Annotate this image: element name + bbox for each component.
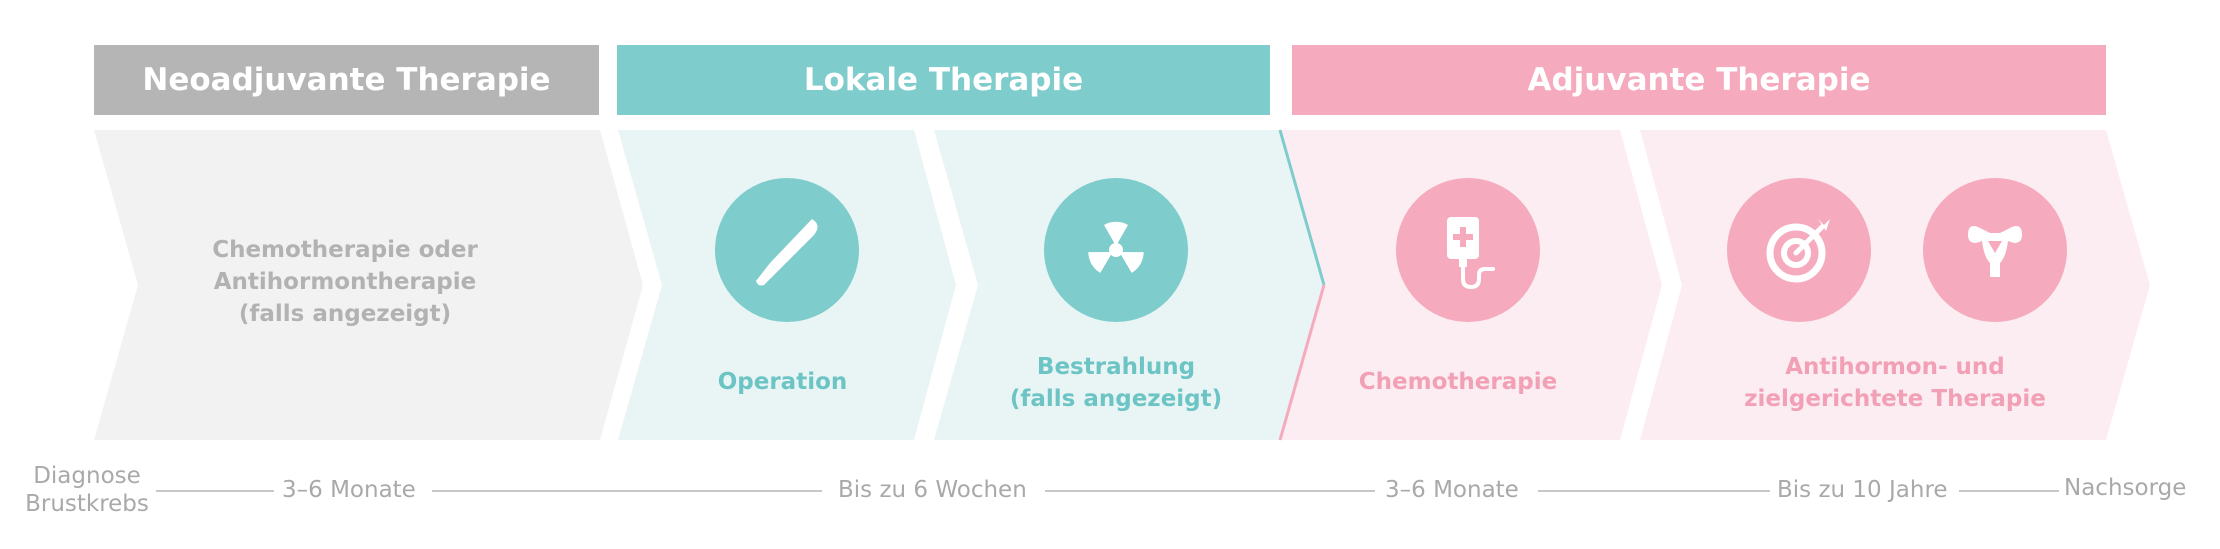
timeline-line bbox=[432, 490, 822, 492]
radiation-icon bbox=[1044, 178, 1188, 322]
timeline-line bbox=[1045, 490, 1375, 492]
timeline-line bbox=[1959, 490, 2059, 492]
step-neo-line3: (falls angezeigt) bbox=[238, 301, 452, 327]
timeline-line bbox=[1538, 490, 1770, 492]
step-neoadjuvant-label: Chemotherapie oder Antihormontherapie (f… bbox=[180, 234, 510, 330]
timeline-start-line1: Diagnose bbox=[33, 463, 141, 489]
step-operation-label: Operation bbox=[660, 366, 905, 398]
timeline-segment-1: 3–6 Monate bbox=[282, 477, 416, 503]
header-neoadjuvante-therapie: Neoadjuvante Therapie bbox=[94, 45, 599, 115]
header-lokale-therapie: Lokale Therapie bbox=[617, 45, 1270, 115]
uterus-icon bbox=[1923, 178, 2067, 322]
timeline-start-label: Diagnose Brustkrebs bbox=[22, 462, 152, 518]
step-chemotherapie-label: Chemotherapie bbox=[1320, 366, 1596, 398]
timeline-line bbox=[156, 490, 274, 492]
step-antihormon-label: Antihormon- und zielgerichtete Therapie bbox=[1690, 351, 2100, 415]
step-operation-line1: Operation bbox=[717, 369, 848, 395]
divider-pink bbox=[1278, 284, 1326, 441]
scalpel-icon bbox=[715, 178, 859, 322]
timeline-start-line2: Brustkrebs bbox=[25, 491, 149, 517]
header-adjuvante-therapie: Adjuvante Therapie bbox=[1292, 45, 2106, 115]
step-bestrahlung-line2: (falls angezeigt) bbox=[1009, 386, 1223, 412]
target-icon bbox=[1727, 178, 1871, 322]
step-bestrahlung-label: Bestrahlung (falls angezeigt) bbox=[980, 351, 1252, 415]
chevron-neoadjuvant bbox=[94, 130, 643, 440]
divider-teal bbox=[1278, 129, 1326, 286]
iv-bag-icon bbox=[1396, 178, 1540, 322]
timeline-segment-4: Bis zu 10 Jahre bbox=[1777, 477, 1948, 503]
step-bestrahlung-line1: Bestrahlung bbox=[1036, 354, 1196, 380]
timeline-end-label: Nachsorge bbox=[2064, 475, 2187, 501]
timeline-segment-3: 3–6 Monate bbox=[1385, 477, 1519, 503]
step-antihormon-line2: zielgerichtete Therapie bbox=[1744, 386, 2046, 412]
step-antihormon-line1: Antihormon- und bbox=[1785, 354, 2005, 380]
step-neo-line2: Antihormontherapie bbox=[213, 269, 477, 295]
step-chemo-line1: Chemotherapie bbox=[1358, 369, 1558, 395]
step-neo-line1: Chemotherapie oder bbox=[212, 237, 478, 263]
timeline-segment-2: Bis zu 6 Wochen bbox=[838, 477, 1027, 503]
